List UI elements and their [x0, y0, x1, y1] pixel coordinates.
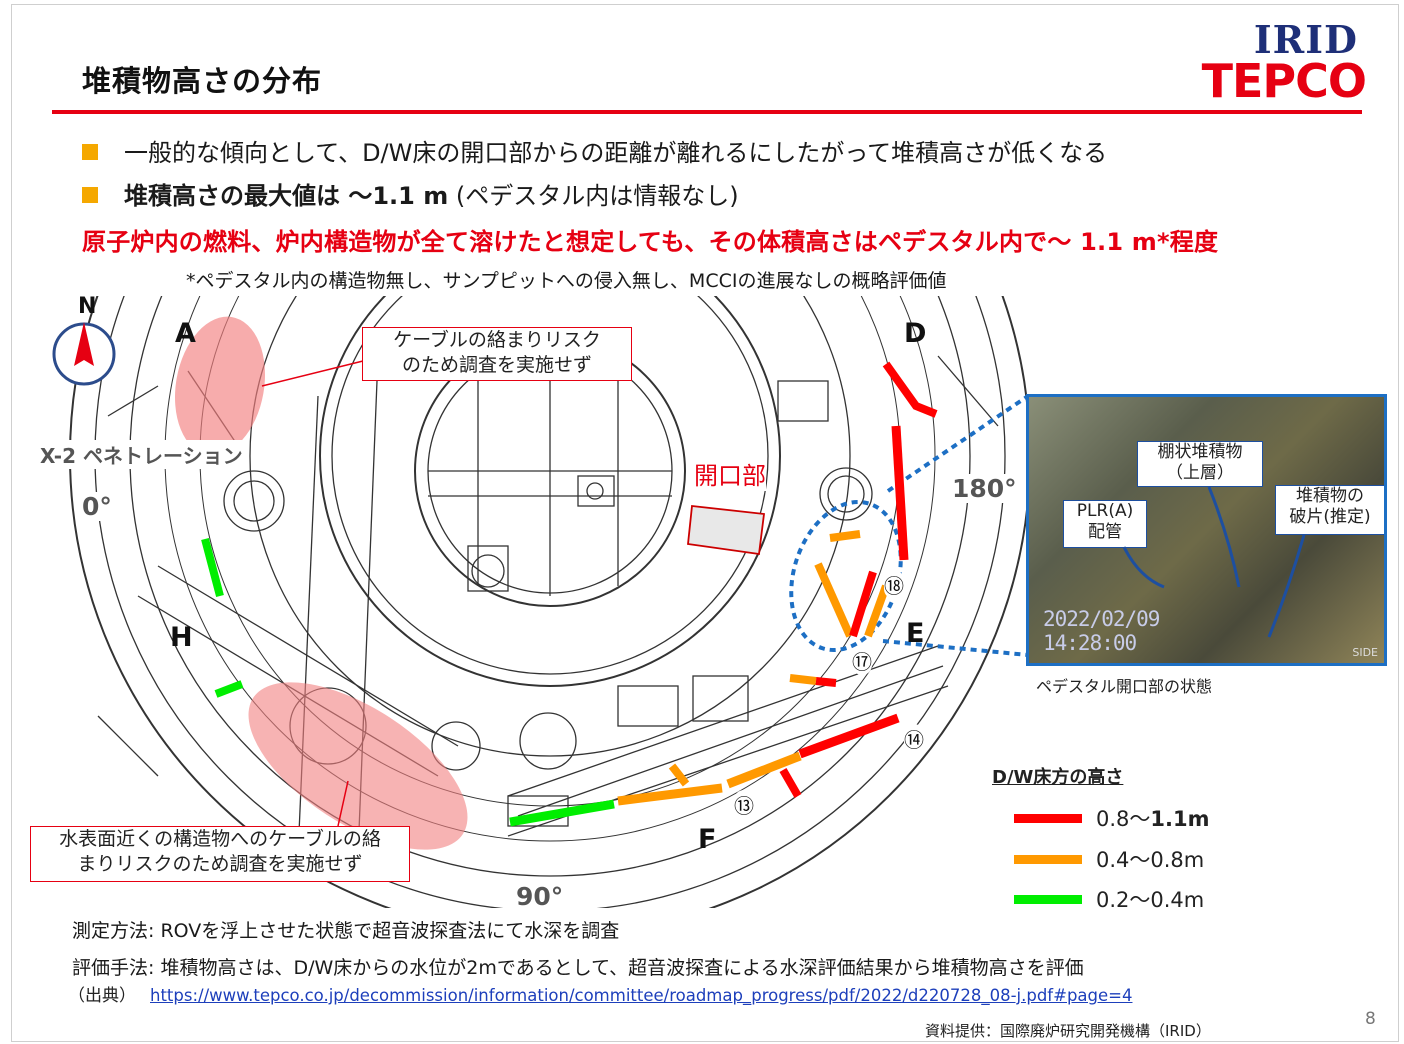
- legend-swatch-red: [1014, 813, 1082, 823]
- area-a-uninspected: [174, 316, 266, 456]
- legend-title: D/W床方の高さ: [992, 767, 1124, 788]
- source-line: （出典） https://www.tepco.co.jp/decommission…: [68, 981, 1132, 1006]
- callout-area-h-line1: 水表面近くの構造物へのケーブルの絡: [59, 828, 381, 850]
- photo-pointer-lines: [1122, 486, 1306, 638]
- footnote: *ペデスタル内の構造物無し、サンプピットへの侵入無し、MCCIの進展なしの概略評…: [186, 270, 947, 292]
- point-17: ⑰: [852, 646, 872, 675]
- callout-area-a-line2: のため調査を実施せず: [401, 354, 592, 376]
- pedestal-opening-photo: 棚状堆積物 （上層） PLR(A) 配管 堆積物の 破片(推定) 2022/02…: [1026, 394, 1387, 666]
- angle-180-label: 180°: [952, 474, 1017, 503]
- callout-area-a-line1: ケーブルの絡まりリスク: [393, 329, 601, 351]
- callout-area-h: 水表面近くの構造物へのケーブルの絡 まりリスクのため調査を実施せず: [30, 826, 410, 882]
- callout-area-h-line2: まりリスクのため調査を実施せず: [77, 853, 363, 875]
- legend-row-high: 0.8～1.1m: [1014, 803, 1210, 833]
- point-13: ⑬: [734, 790, 754, 819]
- area-label-a: A: [175, 318, 196, 349]
- legend-row-low: 0.2～0.4m: [1014, 884, 1204, 914]
- callout-area-a: ケーブルの絡まりリスク のため調査を実施せず: [362, 327, 632, 381]
- photo-caption: ペデスタル開口部の状態: [1036, 677, 1213, 696]
- point-14: ⑭: [904, 724, 924, 753]
- legend-swatch-green: [1014, 894, 1082, 904]
- angle-90-label: 90°: [516, 882, 564, 911]
- bubble-shelf-line2: （上層）: [1166, 463, 1234, 483]
- point-18: ⑱: [884, 570, 904, 599]
- legend-row-mid: 0.4～0.8m: [1014, 844, 1204, 874]
- area-label-d: D: [904, 318, 927, 349]
- bullet-max-height: 堆積高さの最大値は ～1.1 m (ペデスタル内は情報なし): [82, 176, 739, 211]
- legend-swatch-orange: [1014, 854, 1082, 864]
- compass-north-label: N: [78, 294, 97, 319]
- bullet-max-bold: 堆積高さの最大値は ～1.1 m: [124, 182, 449, 210]
- bubble-shelf-line1: 棚状堆積物: [1157, 442, 1243, 462]
- bullet-trend: 一般的な傾向として、D/W床の開口部からの距離が離れるにしたがって堆積高さが低く…: [82, 133, 1107, 168]
- dw-floor-diagram: N A D E F H X-2 ペネトレーション 0° 90° 180° 開口部…: [30, 294, 1038, 911]
- bubble-deposit-fragment: 堆積物の 破片(推定): [1275, 485, 1384, 535]
- bubble-plr-line2: 配管: [1088, 522, 1122, 542]
- bubble-shelf-deposit: 棚状堆積物 （上層）: [1137, 441, 1263, 487]
- page-number: 8: [1365, 1009, 1376, 1029]
- photo-time: 14:28:00: [1043, 631, 1137, 655]
- slide-frame: [11, 4, 1399, 1042]
- bullet-max-rest: (ペデスタル内は情報なし): [448, 182, 739, 210]
- compass-needle-icon: [74, 322, 94, 366]
- legend-high-max: 1.1m: [1150, 807, 1210, 831]
- emphasis-statement: 原子炉内の燃料、炉内構造物が全て溶けたと想定しても、その体積高さはペデスタル内で…: [82, 228, 1219, 256]
- diagram-drawing: [52, 296, 1038, 908]
- photo-timestamp: 2022/02/09 14:28:00: [1043, 607, 1160, 655]
- source-label: （出典）: [68, 986, 136, 1006]
- area-label-e: E: [906, 618, 925, 649]
- deposit-height-segments: [201, 361, 938, 827]
- bubble-frag-line1: 堆積物の: [1296, 486, 1364, 506]
- bullet-square-icon: [82, 144, 98, 160]
- logo-irid: IRID: [1253, 17, 1358, 62]
- bubble-frag-line2: 破片(推定): [1289, 507, 1371, 527]
- page-title: 堆積物高さの分布: [82, 64, 323, 98]
- area-label-h: H: [170, 622, 193, 653]
- evaluation-method: 評価手法: 堆積物高さは、D/W床からの水位が2mであるとして、超音波探査による…: [72, 957, 1084, 979]
- provider-credit: 資料提供：国際廃炉研究開発機構（IRID）: [925, 1022, 1211, 1040]
- x2-penetration-label: X-2 ペネトレーション: [40, 440, 243, 469]
- bullet-trend-text: 一般的な傾向として、D/W床の開口部からの距離が離れるにしたがって堆積高さが低く…: [124, 139, 1108, 167]
- legend-high-range: 0.8～: [1096, 807, 1151, 831]
- source-link[interactable]: https://www.tepco.co.jp/decommission/inf…: [150, 986, 1133, 1005]
- angle-0-label: 0°: [82, 492, 112, 521]
- title-divider: [52, 110, 1362, 114]
- bubble-plr-line1: PLR(A): [1076, 501, 1134, 521]
- bubble-plr-pipe: PLR(A) 配管: [1063, 500, 1147, 548]
- legend-mid-range: 0.4～0.8m: [1096, 848, 1205, 872]
- area-label-f: F: [698, 824, 717, 855]
- company-logo: IRID TEPCO: [1180, 17, 1370, 107]
- legend-low-range: 0.2～0.4m: [1096, 888, 1205, 912]
- photo-date: 2022/02/09: [1043, 607, 1160, 631]
- area-h-uninspected: [248, 682, 468, 850]
- photo-side-label: SIDE: [1352, 646, 1378, 659]
- bullet-square-icon: [82, 187, 98, 203]
- logo-tepco: TEPCO: [1201, 54, 1367, 108]
- opening-marker: [687, 505, 766, 556]
- opening-label: 開口部: [694, 456, 766, 491]
- measurement-method: 測定方法: ROVを浮上させた状態で超音波探査法にて水深を調査: [72, 920, 620, 942]
